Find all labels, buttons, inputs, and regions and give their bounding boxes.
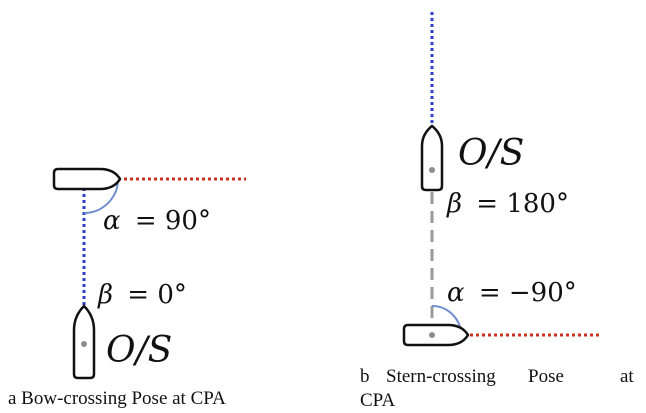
panel-a: α = 90° β = 0° O/S: [52, 167, 246, 380]
panel-a-alpha-arc: [83, 178, 119, 214]
panel-a-beta-label: β = 0°: [97, 280, 187, 310]
caption-word: at: [620, 366, 634, 387]
ship-hull-icon: [52, 167, 122, 191]
panel-b-caption-line1: b Stern-crossing Pose at: [360, 365, 640, 389]
caption-word: b: [360, 366, 370, 387]
panel-a-caption: a Bow-crossing Pose at CPA: [8, 388, 226, 409]
panel-b-alpha-label: α = −90°: [447, 278, 577, 308]
panel-b-beta-label: β = 180°: [446, 189, 569, 219]
panel-b-caption-line2: CPA: [360, 390, 396, 411]
panel-b-vessel-label: O/S: [458, 133, 524, 174]
ship-hull-icon: [420, 124, 444, 192]
panel-a-alpha-label: α = 90°: [103, 206, 211, 236]
panel-b: O/S β = 180° α = −90°: [402, 12, 600, 347]
panel-a-vessel-label: O/S: [106, 330, 172, 371]
caption-word: Stern-crossing: [386, 366, 496, 387]
ship-hull-icon: [402, 323, 470, 347]
caption-word: Pose: [528, 366, 564, 387]
ship-hull-icon: [72, 304, 96, 380]
